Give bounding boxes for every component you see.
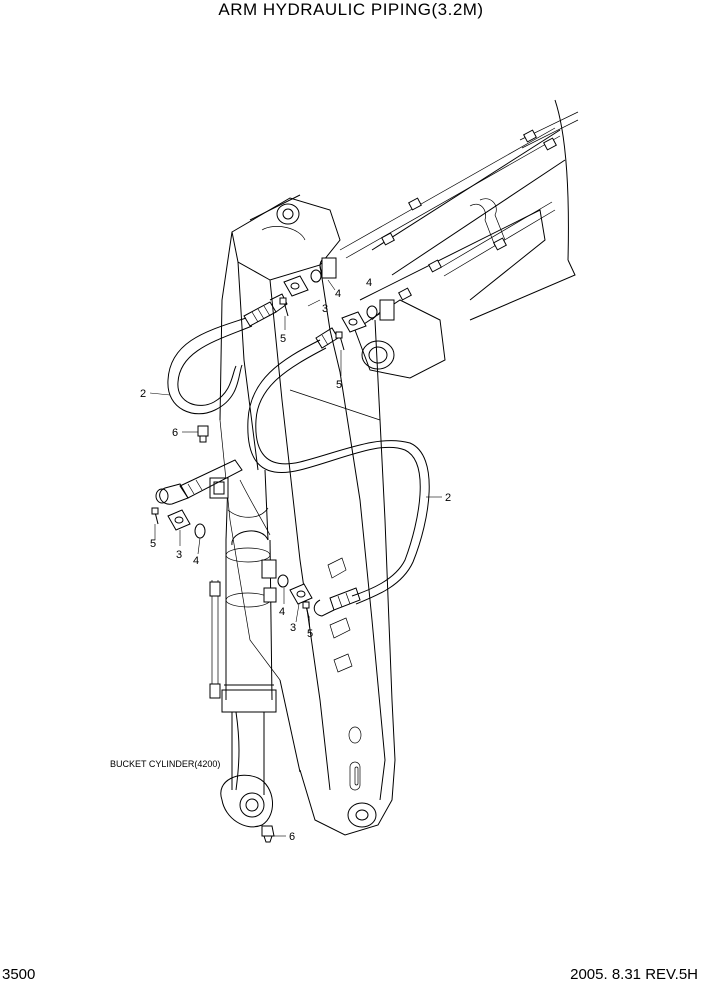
callout-oring-4-upper-right: 4 [366, 277, 372, 289]
leader-lines [149, 279, 442, 837]
callout-plug-6-upper: 6 [172, 427, 178, 439]
callout-oring-4-lower-left: 4 [193, 555, 199, 567]
callout-bolt-5-lower-left: 5 [150, 538, 156, 550]
page-number: 3500 [2, 966, 36, 983]
fittings [151, 257, 395, 843]
arm-structure [219, 194, 396, 836]
callout-hose-2-right: 2 [445, 492, 451, 504]
callout-hose-2-left: 2 [140, 388, 146, 400]
hose-long-loop [247, 327, 430, 617]
callout-labels: 2 2 3 3 3 4 4 4 4 5 5 5 5 6 6 BUCKET CYL… [110, 277, 451, 843]
callout-oring-4-lower-right: 4 [279, 606, 285, 618]
hose-left-elbow [155, 459, 243, 505]
page-title: ARM HYDRAULIC PIPING(3.2M) [218, 0, 484, 19]
boom-structure [339, 99, 579, 379]
bucket-cylinder [209, 469, 277, 828]
bucket-cylinder-label: BUCKET CYLINDER(4200) [110, 759, 220, 769]
callout-flange-3-lower-right: 3 [290, 622, 296, 634]
callout-plug-6-lower: 6 [289, 831, 295, 843]
hose-upper-loop [167, 293, 288, 415]
callout-flange-3-lower-left: 3 [176, 549, 182, 561]
callout-bolt-5-lower-right: 5 [307, 628, 313, 640]
revision-date: 2005. 8.31 REV.5H [570, 966, 698, 983]
callout-bolt-5-upper-left: 5 [280, 333, 286, 345]
callout-oring-4-upper-left: 4 [335, 288, 341, 300]
callout-flange-3-upper-left: 3 [322, 303, 328, 315]
callout-bolt-5-upper-right: 5 [336, 379, 342, 391]
